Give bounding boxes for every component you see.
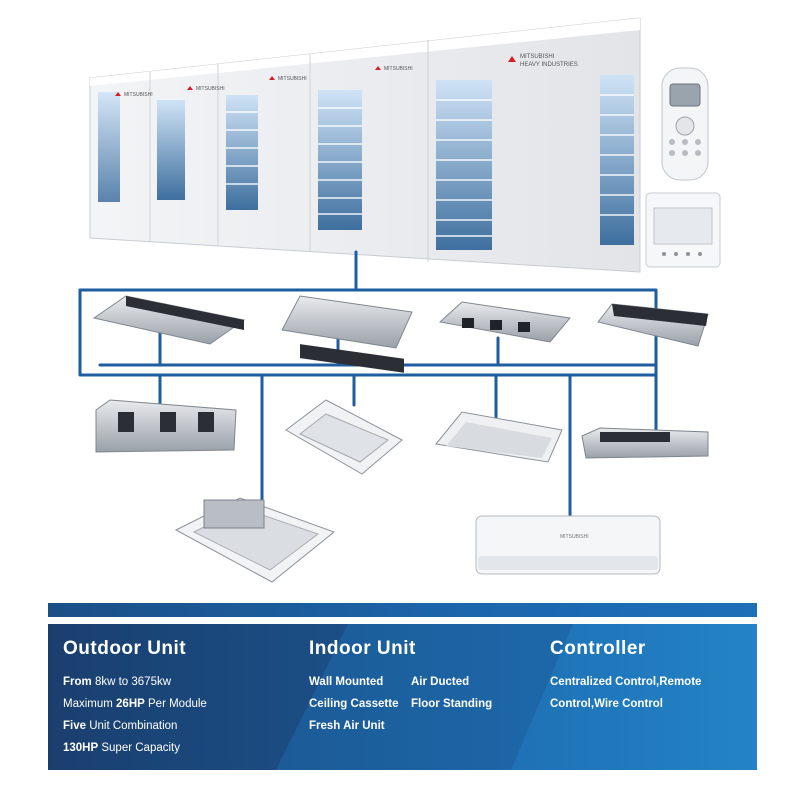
ducted-unit — [597, 303, 709, 347]
indoor-item: Ceiling Cassette — [309, 698, 399, 710]
svg-text:MITSUBISHI: MITSUBISHI — [560, 534, 589, 540]
svg-text:MITSUBISHI: MITSUBISHI — [384, 66, 413, 72]
outdoor-unit-title: Outdoor Unit — [63, 638, 187, 659]
ceiling-cassette-two-way — [435, 411, 563, 463]
ducted-unit — [92, 295, 246, 345]
controller-column: Controller Centralized Control,Remote Co… — [550, 624, 750, 715]
indoor-item: Air Ducted — [411, 676, 470, 688]
indoor-item: Floor Standing — [411, 698, 493, 710]
outdoor-unit-column: Outdoor Unit From 8kw to 3675kw Maximum … — [63, 624, 283, 759]
controller-line-1: Centralized Control,Remote — [550, 676, 702, 688]
indoor-unit-column: Indoor Unit Wall Mounted Air Ducted Ceil… — [309, 624, 539, 737]
ducted-unit — [438, 301, 571, 343]
svg-text:HEAVY INDUSTRIES: HEAVY INDUSTRIES — [520, 62, 578, 68]
indoor-item: Fresh Air Unit — [309, 720, 385, 732]
svg-text:MITSUBISHI: MITSUBISHI — [278, 76, 307, 82]
ducted-unit-slim — [581, 427, 709, 459]
indoor-item: Wall Mounted — [309, 676, 384, 688]
outdoor-line-4: 130HP Super Capacity — [63, 742, 180, 754]
outdoor-line-1: From 8kw to 3675kw — [63, 676, 172, 688]
indoor-unit-title: Indoor Unit — [309, 638, 416, 659]
refrigerant-pipe-network — [78, 250, 658, 517]
controller-line-2: Control,Wire Control — [550, 698, 663, 710]
outdoor-line-2: Maximum 26HP Per Module — [63, 698, 207, 710]
ceiling-cassette-one-way — [285, 399, 403, 475]
remote-controller-icon — [661, 67, 709, 181]
svg-text:MITSUBISHI: MITSUBISHI — [520, 54, 555, 60]
controller-title: Controller — [550, 638, 646, 659]
outdoor-units: MITSUBISHI MITSUBISHI MITSUBISHI MITSUBI… — [89, 17, 641, 273]
wall-mounted-unit: MITSUBISHI — [475, 515, 661, 575]
svg-text:MITSUBISHI: MITSUBISHI — [124, 92, 153, 98]
ducted-unit — [95, 399, 237, 453]
svg-text:MITSUBISHI: MITSUBISHI — [196, 86, 225, 92]
wired-controller-icon — [645, 192, 721, 268]
panel-header-bar — [48, 603, 757, 617]
ducted-unit — [281, 295, 413, 373]
feature-panel: Outdoor Unit From 8kw to 3675kw Maximum … — [48, 624, 757, 770]
ceiling-cassette-four-way — [174, 497, 336, 583]
outdoor-line-3: Five Unit Combination — [63, 720, 178, 732]
